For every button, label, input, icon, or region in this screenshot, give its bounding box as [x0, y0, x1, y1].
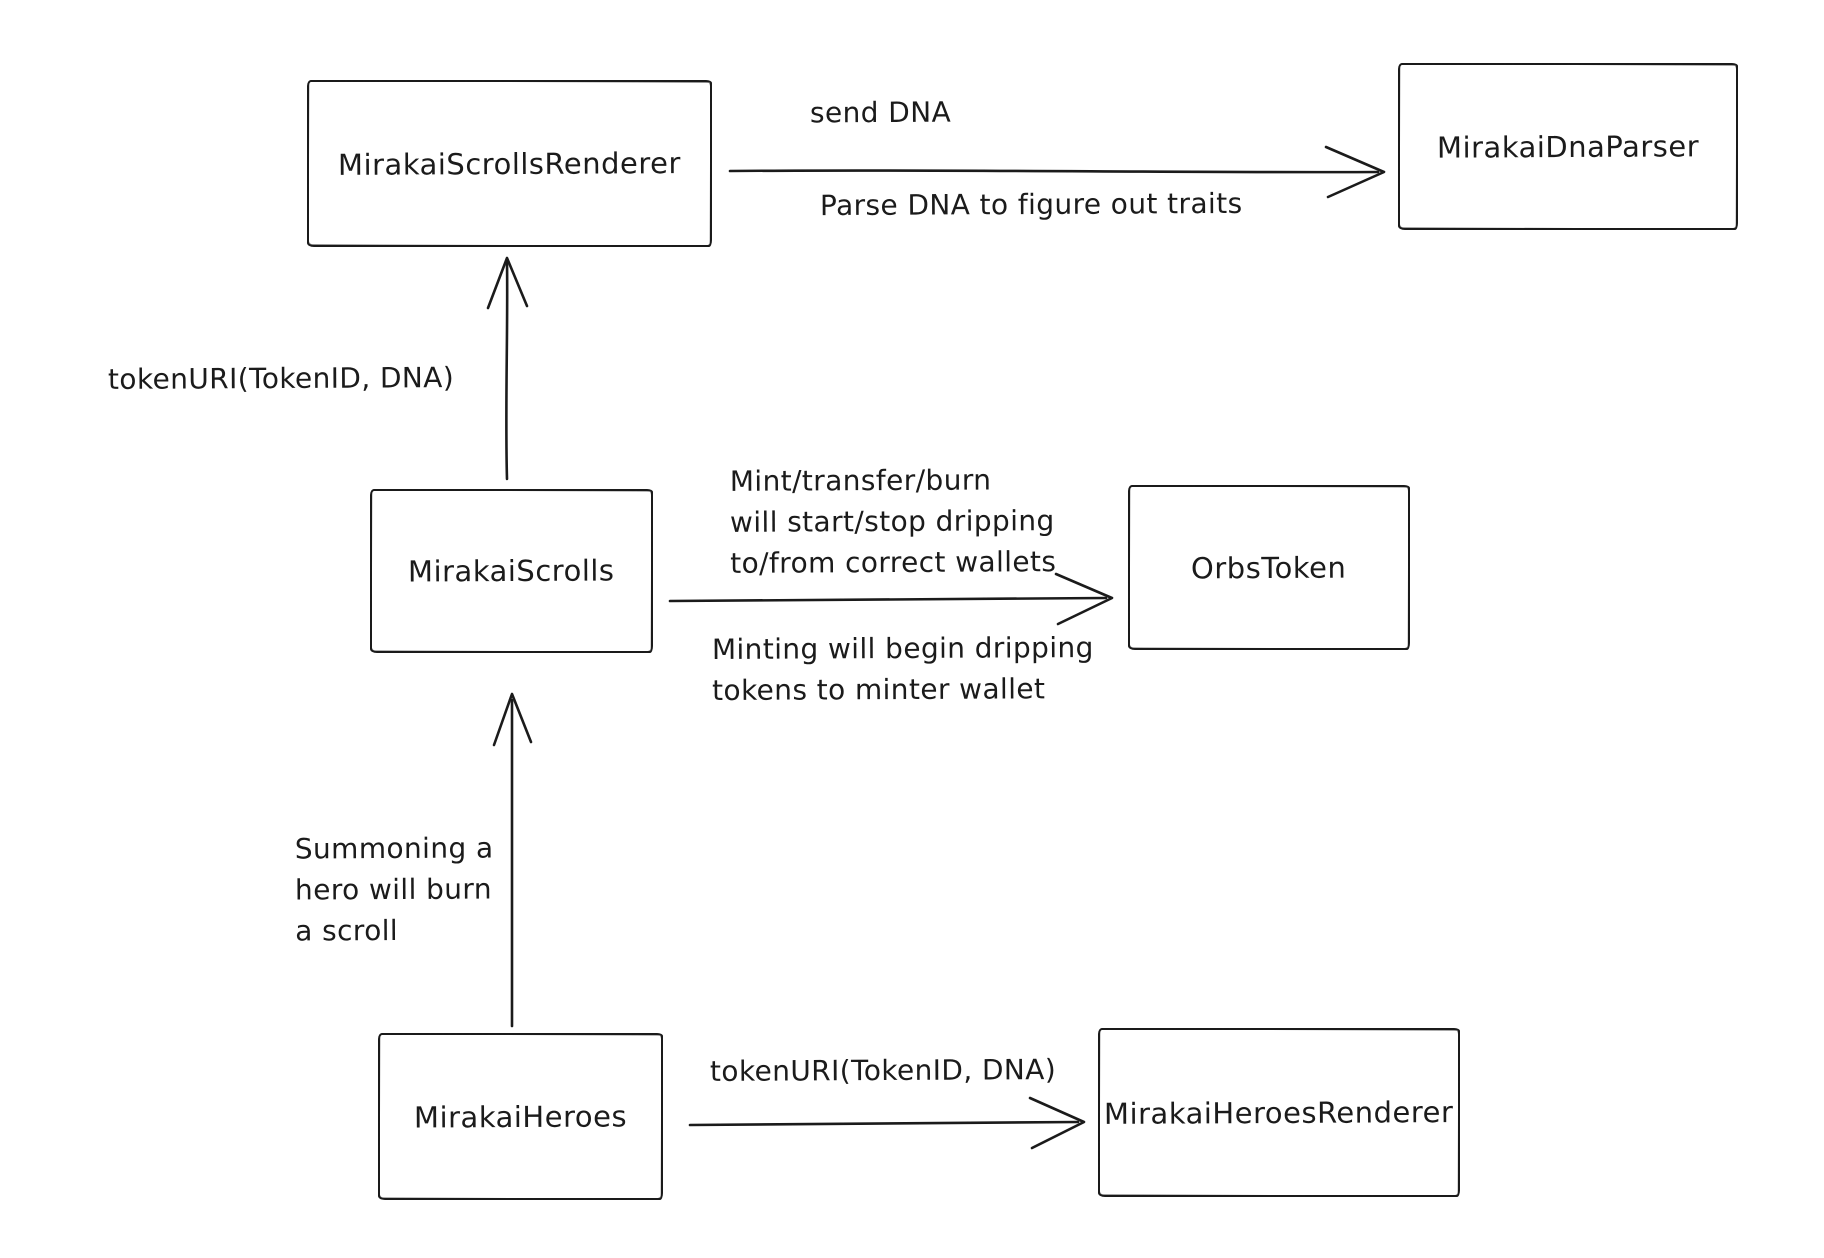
node-mirakai-heroes: MirakaiHeroes: [378, 1033, 663, 1200]
edge-label-mint-orbs-above: Mint/transfer/burn will start/stop dripp…: [729, 463, 1057, 580]
node-label: MirakaiHeroes: [413, 1098, 628, 1135]
arrow-token-uri-scrolls: [486, 256, 529, 481]
node-label: MirakaiScrollsRenderer: [337, 145, 682, 182]
node-mirakai-dna-parser: MirakaiDnaParser: [1398, 63, 1738, 230]
arrow-token-uri-heroes: [688, 1096, 1086, 1150]
edge-label-summon: Summoning a hero will burn a scroll: [294, 831, 494, 948]
node-label: MirakaiHeroesRenderer: [1104, 1094, 1454, 1131]
node-mirakai-scrolls-renderer: MirakaiScrollsRenderer: [307, 80, 712, 247]
node-label: OrbsToken: [1191, 550, 1347, 585]
edge-label-token-uri-heroes: tokenURI(TokenID, DNA): [709, 1053, 1057, 1088]
edge-label-token-uri-scrolls: tokenURI(TokenID, DNA): [107, 361, 455, 396]
node-orbs-token: OrbsToken: [1128, 485, 1410, 650]
node-mirakai-scrolls: MirakaiScrolls: [370, 489, 653, 653]
edge-label-mint-orbs-below: Minting will begin dripping tokens to mi…: [711, 631, 1094, 707]
node-mirakai-heroes-renderer: MirakaiHeroesRenderer: [1098, 1028, 1460, 1197]
node-label: MirakaiScrolls: [408, 553, 615, 589]
edge-label-parse-dna: Parse DNA to figure out traits: [819, 186, 1243, 223]
arrow-summon: [492, 692, 533, 1028]
edge-label-send-dna: send DNA: [809, 95, 952, 130]
node-label: MirakaiDnaParser: [1436, 128, 1700, 165]
